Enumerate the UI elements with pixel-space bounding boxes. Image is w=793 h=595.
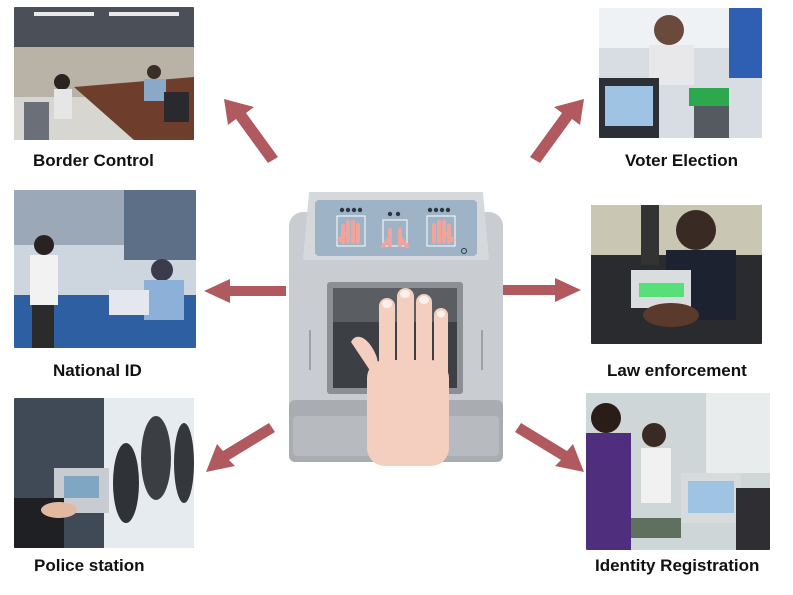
fingerprint-scanner (287, 190, 505, 480)
arrow-icon (224, 99, 278, 163)
two-thumbs-icon (381, 219, 409, 248)
arrow-icon (515, 423, 584, 472)
right-hand-icon (426, 215, 456, 247)
hand-on-scanner (351, 288, 449, 466)
arrow-icon (530, 99, 584, 163)
police-station-photo (14, 398, 194, 548)
border-control-photo (14, 7, 194, 140)
caption-national-id: National ID (53, 361, 142, 380)
caption-border-control: Border Control (33, 151, 154, 170)
caption-police-station: Police station (34, 556, 145, 575)
voter-election-photo (599, 8, 762, 138)
left-hand-icon (336, 215, 366, 247)
caption-law-enforcement: Law enforcement (607, 361, 747, 380)
arrow-icon (503, 278, 581, 302)
caption-voter-election: Voter Election (625, 151, 739, 170)
national-id-photo (14, 190, 196, 348)
law-enforcement-photo (591, 205, 762, 344)
arrow-icon (206, 423, 275, 472)
identity-registration-photo (586, 393, 770, 550)
caption-identity-registration: Identity Registration (595, 556, 760, 575)
power-icon (461, 248, 467, 254)
arrow-icon (204, 279, 286, 303)
